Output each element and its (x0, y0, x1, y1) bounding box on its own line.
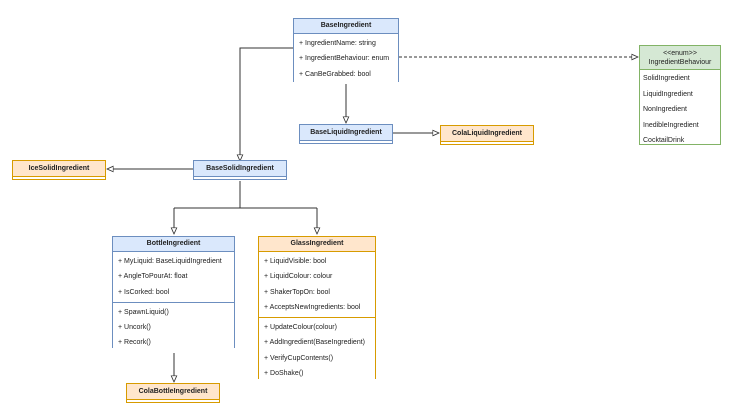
enum-header: <<enum>> IngredientBehaviour (640, 46, 720, 70)
attribute-row: + IngredientName: string (299, 40, 376, 47)
class-title: ColaLiquidIngredient (452, 130, 522, 137)
class-title: BottleIngredient (113, 237, 234, 252)
attribute-row: + IngredientBehaviour: enum (299, 55, 390, 63)
method-row: + UpdateColour(colour) (264, 324, 337, 332)
edge-solid-split (174, 181, 317, 209)
class-base-ingredient[interactable]: BaseIngredient + IngredientName: string … (293, 18, 399, 84)
class-ice-solid-ingredient[interactable]: IceSolidIngredient (12, 160, 106, 177)
enum-ingredient-behaviour[interactable]: <<enum>> IngredientBehaviour SolidIngred… (639, 45, 721, 145)
attribute-row: + AcceptsNewIngredients: bool (264, 303, 361, 311)
enum-value: CocktailDrink (643, 137, 685, 145)
attribute-row: + MyLiquid: BaseLiquidIngredient (118, 258, 222, 265)
attribute-list: + LiquidVisible: bool + LiquidColour: co… (259, 252, 375, 318)
enum-value: NonIngredient (643, 106, 687, 114)
attribute-row: + ShakerTopOn: bool (264, 288, 330, 296)
attribute-row: + IsCorked: bool (118, 288, 170, 296)
method-row: + VerifyCupContents() (264, 354, 334, 362)
method-row: + AddIngredient(BaseIngredient) (264, 339, 365, 347)
method-list: + UpdateColour(colour) + AddIngredient(B… (259, 317, 375, 384)
enum-stereotype: <<enum>> (663, 50, 697, 57)
attribute-row: + CanBeGrabbed: bool (299, 70, 371, 78)
attribute-list: + MyLiquid: BaseLiquidIngredient + Angle… (113, 252, 234, 302)
class-cola-liquid-ingredient[interactable]: ColaLiquidIngredient (440, 125, 534, 142)
class-title: ColaBottleIngredient (138, 388, 208, 395)
method-row: + DoShake() (264, 370, 304, 378)
attribute-row: + LiquidColour: colour (264, 273, 333, 281)
class-glass-ingredient[interactable]: GlassIngredient + LiquidVisible: bool + … (258, 236, 376, 384)
class-base-solid-ingredient[interactable]: BaseSolidIngredient (193, 160, 287, 177)
enum-value: SolidIngredient (643, 75, 690, 82)
class-title: GlassIngredient (259, 237, 375, 252)
attribute-row: + AngleToPourAt: float (118, 273, 188, 281)
enum-title: IngredientBehaviour (648, 59, 712, 66)
class-title: IceSolidIngredient (28, 165, 90, 172)
method-row: + Recork() (118, 339, 151, 347)
method-row: + Uncork() (118, 324, 151, 332)
class-title: BaseLiquidIngredient (310, 129, 382, 136)
class-title: BaseSolidIngredient (206, 165, 274, 172)
class-base-liquid-ingredient[interactable]: BaseLiquidIngredient (299, 124, 393, 141)
class-title: BaseIngredient (294, 19, 398, 34)
attribute-list: + IngredientName: string + IngredientBeh… (294, 34, 398, 84)
method-row: + SpawnLiquid() (118, 308, 169, 316)
edge-base-to-solid (240, 47, 293, 161)
class-cola-bottle-ingredient[interactable]: ColaBottleIngredient (126, 383, 220, 400)
enum-value: LiquidIngredient (643, 90, 693, 98)
attribute-row: + LiquidVisible: bool (264, 258, 327, 265)
method-list: + SpawnLiquid() + Uncork() + Recork() (113, 301, 234, 353)
enum-value: InedibleIngredient (643, 121, 699, 129)
class-bottle-ingredient[interactable]: BottleIngredient + MyLiquid: BaseLiquidI… (112, 236, 235, 353)
enum-value-list: SolidIngredient LiquidIngredient NonIngr… (640, 70, 720, 149)
